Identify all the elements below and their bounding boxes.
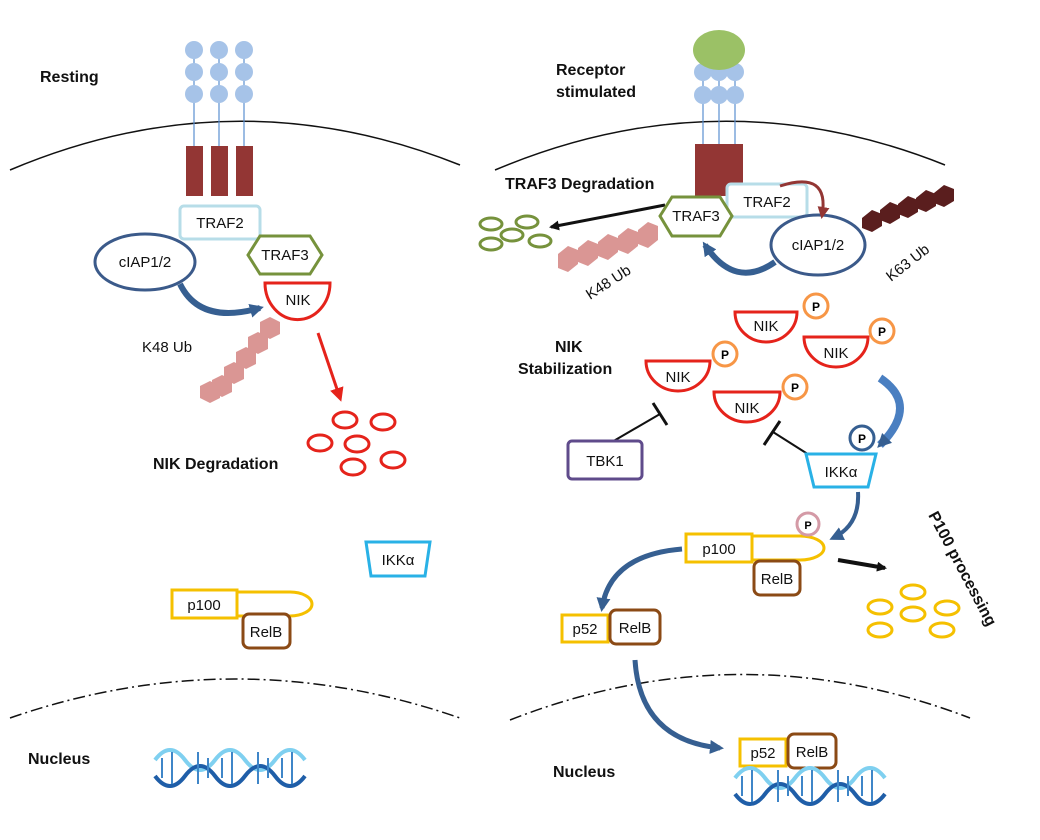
- p100-label: p100: [187, 597, 220, 614]
- relb-box-right: [752, 559, 802, 597]
- receptor: [185, 41, 253, 196]
- k48-ub-chain: [200, 317, 280, 403]
- ligand: [693, 30, 745, 70]
- traf3-degradation-arrow: [549, 203, 666, 231]
- tbk1-box: [566, 439, 644, 481]
- right-panel: Receptor stimulated TRAF3 Degradat: [478, 30, 999, 806]
- tbk1-label: TBK1: [586, 453, 624, 470]
- phospho-icon: [848, 424, 876, 452]
- p52-label-nucleus: p52: [750, 745, 775, 762]
- svg-text:P: P: [721, 348, 729, 362]
- left-panel: Resting TRAF2 TRAF3: [9, 41, 461, 788]
- svg-text:P: P: [791, 381, 799, 395]
- nucleus-label-right: Nucleus: [553, 764, 615, 781]
- phospho-icon: [868, 317, 896, 345]
- nuclear-membrane-right: [509, 673, 971, 721]
- relb-label-right: RelB: [761, 571, 794, 588]
- traf2-ciap-arrow: [779, 180, 830, 219]
- phospho-icon: [795, 511, 821, 537]
- traf3-hexagon: [246, 234, 324, 276]
- ikka-label: IKKα: [382, 552, 415, 569]
- ikka-shape: [364, 540, 432, 578]
- p100-box: [170, 588, 239, 620]
- translocation-arrow: [632, 659, 724, 754]
- phospho-icon: [781, 373, 809, 401]
- resting-label: Resting: [40, 69, 99, 86]
- p52-box: [560, 613, 610, 644]
- p100-tail: [237, 590, 314, 618]
- p100-fragments: [866, 583, 961, 639]
- relb-label: RelB: [250, 624, 283, 641]
- traf2-box: [178, 204, 262, 241]
- relb-label-nucleus: RelB: [796, 744, 829, 761]
- nik-stabilized-3: NIK P: [644, 340, 739, 393]
- nik-ikka-arrow: [877, 374, 904, 448]
- receptor-stimulated-label-line2: stimulated: [556, 84, 636, 101]
- traf2-box-right: [725, 182, 809, 219]
- nik-label: NIK: [753, 318, 778, 335]
- traf3-hexagon-right: [658, 195, 734, 238]
- ciap-label-right: cIAP1/2: [792, 237, 845, 254]
- ciap-ellipse: [93, 232, 197, 292]
- nik-label: NIK: [285, 292, 310, 309]
- nucleus-label: Nucleus: [28, 751, 90, 768]
- p100-box-right: [684, 532, 754, 564]
- nik-stabilized-4: NIK P: [712, 373, 809, 424]
- svg-text:P: P: [804, 520, 811, 532]
- p52-label: p52: [572, 621, 597, 638]
- ikka-shape-right: [804, 452, 878, 489]
- nik-stabilization-label-line1: NIK: [555, 339, 583, 356]
- nik-stabilized-2: NIK P: [802, 317, 896, 369]
- nik-label: NIK: [665, 369, 690, 386]
- k48-ub-label: K48 Ub: [142, 339, 192, 356]
- svg-text:P: P: [858, 432, 866, 446]
- nik-shape: [263, 281, 332, 321]
- relb-box: [241, 612, 292, 650]
- relb-box-p52: [608, 608, 662, 646]
- dna-helix-icon: [733, 766, 887, 806]
- k63-ub-label: K63 Ub: [883, 241, 933, 285]
- nuclear-membrane: [9, 678, 461, 719]
- phospho-icon: [711, 340, 739, 368]
- relb-label-p52: RelB: [619, 620, 652, 637]
- phospho-icon: [802, 292, 830, 320]
- ciap-traf3-arrow: [702, 241, 777, 276]
- k48-ub-chain-right: [558, 222, 658, 272]
- traf3-label: TRAF3: [261, 247, 309, 264]
- k48-ub-label-right: K48 Ub: [583, 262, 634, 304]
- p100-label-right: p100: [702, 541, 735, 558]
- processing-arrow: [837, 558, 887, 572]
- traf3-degradation-label: TRAF3 Degradation: [505, 176, 654, 193]
- traf2-label: TRAF2: [196, 215, 244, 232]
- nik-label: NIK: [823, 345, 848, 362]
- traf2-label-right: TRAF2: [743, 194, 791, 211]
- traf3-fragments: [478, 214, 553, 252]
- svg-text:P: P: [812, 300, 820, 314]
- degradation-arrow: [316, 332, 344, 402]
- nik-degradation-label: NIK Degradation: [153, 456, 278, 473]
- svg-text:P: P: [878, 325, 886, 339]
- nik-stabilized-1: NIK P: [733, 292, 830, 344]
- ikka-label-right: IKKα: [825, 464, 858, 481]
- ikka-inhibition-bar: [762, 420, 782, 446]
- p52-box-nucleus: [738, 737, 788, 768]
- dna-helix-icon: [153, 748, 307, 788]
- nik-label: NIK: [734, 400, 759, 417]
- p100-p52-arrow: [596, 546, 683, 612]
- stimulated-receptor: [693, 30, 745, 196]
- receptor-stimulated-label-line1: Receptor: [556, 62, 625, 79]
- traf3-label-right: TRAF3: [672, 208, 720, 225]
- cell-membrane-right: [494, 120, 946, 171]
- ubiquitination-arrow: [177, 282, 264, 318]
- cell-membrane: [9, 120, 461, 171]
- nik-stabilization-label-line2: Stabilization: [518, 361, 612, 378]
- ciap-label: cIAP1/2: [119, 254, 172, 271]
- nik-fragments: [306, 410, 407, 477]
- k63-ub-chain: [862, 185, 954, 232]
- p100-tail-right: [752, 534, 826, 562]
- tbk1-inhibition-bar: [651, 402, 669, 426]
- ikka-p100-arrow: [829, 491, 861, 540]
